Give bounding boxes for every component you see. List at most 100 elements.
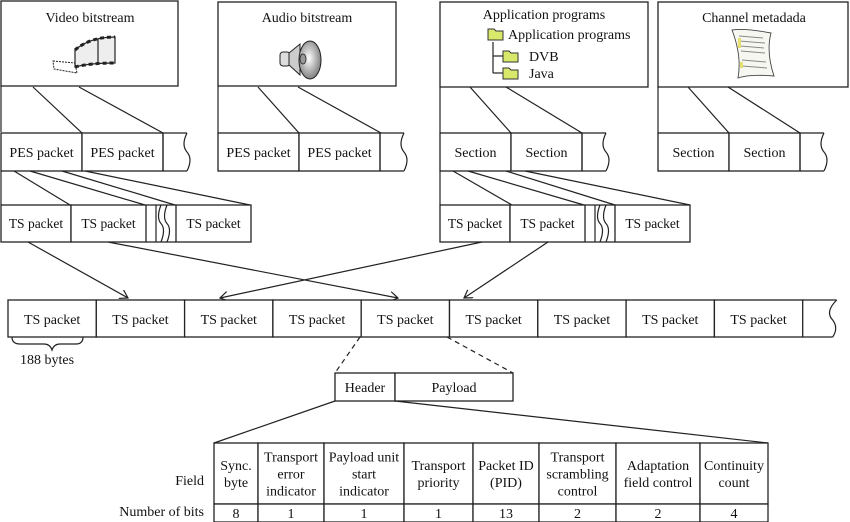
field-name-line: byte bbox=[224, 476, 248, 491]
byte-size-brace bbox=[11, 336, 84, 352]
field-bits-value: 13 bbox=[499, 507, 513, 522]
packet-label: TS packet bbox=[112, 313, 168, 328]
source-audio: Audio bitstream bbox=[217, 1, 397, 87]
field-bits-value: 4 bbox=[731, 507, 738, 522]
field-name-line: Transport bbox=[264, 451, 318, 466]
level3-row: TS packet TS packet TS packet bbox=[439, 204, 691, 243]
field-name-line: indicator bbox=[266, 485, 316, 500]
packet-label: TS packet bbox=[554, 313, 610, 328]
ts-packet-cell bbox=[614, 204, 691, 243]
field-name-line: Transport bbox=[412, 459, 466, 474]
ts-packet-cell bbox=[0, 204, 72, 243]
ts-packet-cell bbox=[509, 204, 586, 243]
mux-ts-packet bbox=[272, 299, 362, 338]
break-mark bbox=[602, 204, 610, 243]
field-name-cell bbox=[403, 442, 474, 505]
field-name-cell bbox=[615, 442, 701, 505]
packet-label: TS packet bbox=[377, 313, 433, 328]
field-name-line: start bbox=[352, 468, 376, 483]
source-title: Video bitstream bbox=[46, 11, 135, 26]
packet-label: TS packet bbox=[24, 313, 80, 328]
field-name-line: Payload unit bbox=[329, 451, 399, 466]
mux-arrows bbox=[27, 241, 549, 298]
packet-label: Section bbox=[673, 146, 715, 161]
field-name-line: control bbox=[558, 485, 598, 500]
torn-edge bbox=[602, 132, 610, 172]
arrow bbox=[464, 241, 549, 298]
break-mark bbox=[163, 204, 171, 243]
folder-icon bbox=[502, 50, 519, 63]
folder-icon bbox=[487, 28, 504, 41]
mux-ts-packet bbox=[183, 299, 274, 338]
packet-label: PES packet bbox=[307, 146, 371, 161]
break-mark bbox=[596, 204, 604, 243]
packet-label: TS packet bbox=[81, 216, 136, 231]
mux-ts-packet bbox=[625, 299, 716, 338]
mux-ts-packet bbox=[448, 299, 539, 338]
field-name-line: count bbox=[718, 476, 749, 491]
field-bits-value: 1 bbox=[288, 507, 295, 522]
mux-ts-packet bbox=[7, 299, 97, 338]
packet-label: TS packet bbox=[465, 313, 521, 328]
packet-size-label: 188 bytes bbox=[20, 353, 74, 368]
packet-label: PES packet bbox=[226, 146, 290, 161]
field-name-line: (PID) bbox=[490, 476, 522, 491]
ts-packet-cell bbox=[439, 204, 511, 243]
field-bits-value: 2 bbox=[574, 507, 581, 522]
packet-label: TS packet bbox=[186, 216, 241, 231]
speaker-icon bbox=[279, 40, 322, 80]
packet-label: Section bbox=[526, 146, 568, 161]
packet-label: TS packet bbox=[520, 216, 575, 231]
packet-label: PES packet bbox=[90, 146, 154, 161]
source-video: Video bitstream bbox=[0, 0, 179, 87]
level2-row: Section Section bbox=[439, 132, 610, 172]
ts-packet-cell bbox=[175, 204, 252, 243]
torn-edge bbox=[183, 132, 191, 172]
mux-ts-packet bbox=[713, 299, 804, 338]
field-name-line: field control bbox=[624, 476, 693, 491]
payload-label: Payload bbox=[431, 381, 476, 396]
packet-cell bbox=[657, 132, 730, 172]
packet-label: TS packet bbox=[201, 313, 257, 328]
source-box bbox=[439, 1, 649, 88]
field-name-cell bbox=[213, 442, 259, 505]
arrow bbox=[107, 241, 398, 298]
packet-label: TS packet bbox=[448, 216, 503, 231]
folder-tree: Application programs DVB Java bbox=[487, 28, 630, 82]
document-icon bbox=[731, 28, 775, 79]
source-title: Application programs bbox=[483, 8, 605, 23]
field-name-cell bbox=[323, 442, 405, 505]
packet-label: Section bbox=[455, 146, 497, 161]
source-channel-metadata: Channel metadada bbox=[657, 1, 849, 88]
header-cell bbox=[334, 372, 396, 402]
packet-label: TS packet bbox=[625, 216, 680, 231]
film-reel-icon bbox=[52, 35, 116, 74]
packet-cell bbox=[81, 132, 164, 172]
packet-cell bbox=[0, 132, 83, 172]
torn-edge bbox=[828, 299, 838, 338]
packet-cell bbox=[728, 132, 801, 172]
source-title: Audio bitstream bbox=[262, 11, 353, 26]
torn-edge bbox=[820, 132, 828, 172]
tree-root-label: Application programs bbox=[508, 28, 630, 43]
field-name-line: Transport bbox=[551, 451, 605, 466]
field-name-line: indicator bbox=[339, 485, 389, 500]
field-bits-value: 2 bbox=[655, 507, 662, 522]
field-bits-value: 1 bbox=[361, 507, 368, 522]
header-field-column: Payload unit start indicator 1 bbox=[323, 442, 405, 522]
packet-label: TS packet bbox=[642, 313, 698, 328]
field-bits-cell bbox=[699, 503, 769, 522]
break-mark bbox=[157, 204, 165, 243]
